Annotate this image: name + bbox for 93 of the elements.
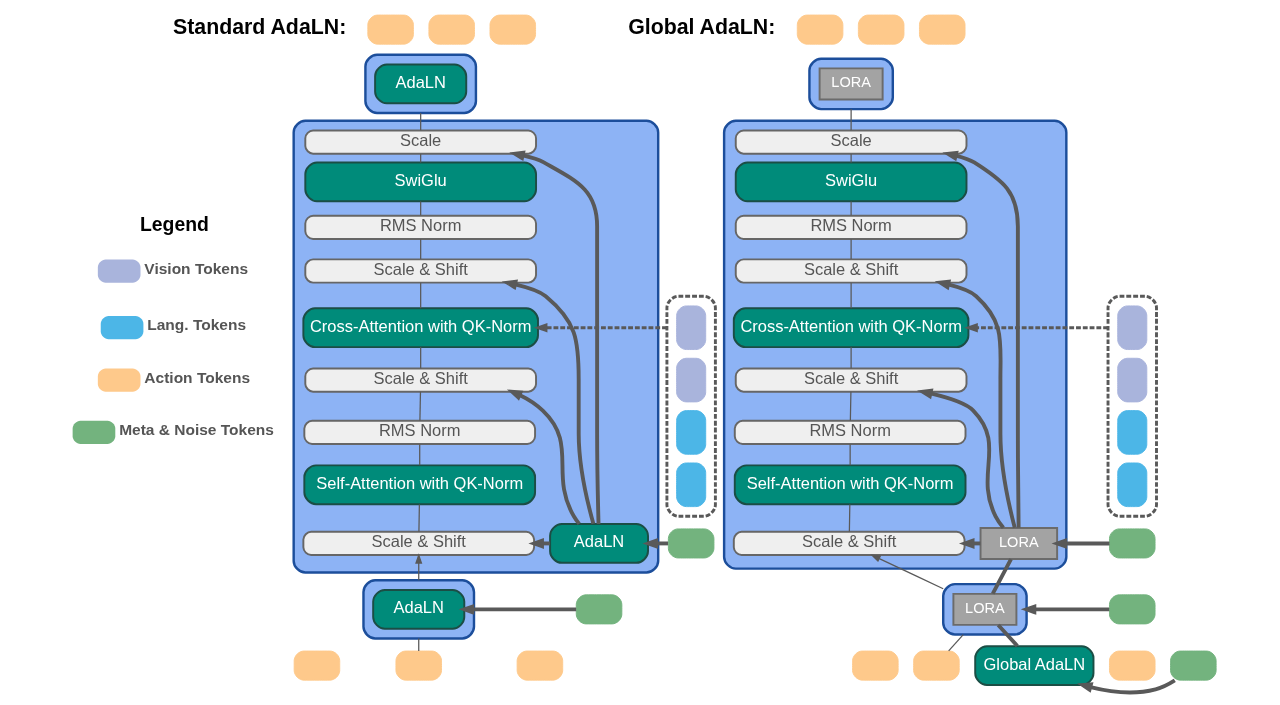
- connector: [850, 282, 852, 309]
- node-box: [667, 528, 714, 559]
- arrow: [1051, 538, 1109, 549]
- node-box: [675, 305, 706, 351]
- node-box: RMS Norm: [302, 419, 536, 446]
- arrow: [533, 322, 667, 333]
- node-box: Global AdaLN: [973, 645, 1094, 686]
- connector: [990, 558, 1013, 595]
- connector: [849, 391, 852, 422]
- legend-label: Vision Tokens: [143, 259, 248, 277]
- cluster: [941, 582, 1028, 636]
- node-box: Self-Attention with QK-Norm: [733, 464, 966, 506]
- connector: [419, 282, 421, 309]
- label: Standard AdaLN:: [172, 15, 346, 40]
- connector: [850, 238, 852, 260]
- connector: [418, 443, 420, 466]
- arrow: [1020, 603, 1109, 615]
- node-box: [489, 14, 536, 45]
- node-box: Self-Attention with QK-Norm: [302, 464, 536, 506]
- node-box: RMS Norm: [303, 214, 537, 240]
- node-box: [575, 594, 622, 625]
- connector: [996, 623, 1019, 648]
- connector: [419, 346, 421, 370]
- node-box: [1108, 650, 1156, 681]
- node-box: [366, 14, 414, 45]
- connector: [850, 153, 852, 164]
- node-box: [912, 650, 960, 681]
- node-box: Scale: [734, 129, 967, 155]
- node-box: [1116, 410, 1147, 455]
- arrow: [941, 150, 1021, 528]
- node-box: LORA: [979, 526, 1058, 560]
- node-box: [675, 410, 706, 455]
- arrow: [501, 279, 595, 525]
- connector: [850, 346, 852, 370]
- node-box: [857, 14, 904, 45]
- arrow: [916, 388, 1005, 529]
- node-box: Scale & Shift: [303, 258, 537, 284]
- node-box: [918, 14, 965, 45]
- node-box: [1116, 305, 1147, 351]
- cluster: [807, 57, 894, 111]
- node-box: [1169, 650, 1217, 681]
- arrow: [458, 603, 576, 615]
- arrow: [506, 389, 581, 526]
- node-box: [675, 357, 706, 403]
- legend-label: Lang. Tokens: [146, 316, 246, 334]
- node-box: Scale & Shift: [732, 530, 965, 557]
- node-box: AdaLN: [371, 589, 465, 630]
- node-box: [851, 650, 899, 681]
- node-box: [516, 650, 563, 681]
- node-box: RMS Norm: [733, 419, 966, 446]
- node-box: SwiGlu: [734, 161, 967, 203]
- node-box: Scale & Shift: [734, 367, 967, 393]
- arrow: [934, 279, 1017, 529]
- node-box: AdaLN: [548, 523, 649, 564]
- node-box: [293, 650, 340, 681]
- node-box: [796, 14, 843, 45]
- node-box: LORA: [818, 67, 884, 101]
- connector: [850, 108, 852, 131]
- label: Global AdaLN:: [627, 15, 775, 40]
- legend-label: Meta & Noise Tokens: [118, 421, 274, 439]
- node-box: LORA: [951, 592, 1017, 626]
- node-box: AdaLN: [373, 63, 467, 105]
- legend-label: Action Tokens: [143, 368, 250, 386]
- node-box: [1108, 594, 1156, 625]
- connector: [947, 633, 964, 652]
- arrow: [869, 554, 944, 590]
- arrow: [508, 150, 600, 524]
- node-box: [1116, 462, 1147, 508]
- arrow: [1076, 678, 1176, 695]
- node-box: Cross-Attention with QK-Norm: [301, 307, 539, 349]
- node-box: RMS Norm: [734, 214, 967, 240]
- node-box: [1116, 357, 1147, 403]
- node-box: [394, 650, 442, 681]
- connector: [848, 503, 850, 533]
- node-box: [427, 14, 475, 45]
- connector: [850, 200, 852, 217]
- node-box: [675, 462, 706, 508]
- cluster: [363, 53, 477, 115]
- node-box: SwiGlu: [303, 161, 537, 203]
- connector: [417, 503, 420, 533]
- node-box: Scale & Shift: [301, 530, 535, 557]
- connector: [419, 238, 421, 260]
- node-box: Cross-Attention with QK-Norm: [732, 307, 969, 349]
- label: Legend: [139, 213, 209, 236]
- node-box: Scale & Shift: [303, 367, 537, 393]
- node-box: Scale & Shift: [734, 258, 967, 284]
- cluster: [664, 294, 717, 518]
- arrow: [963, 322, 1108, 333]
- node-box: Scale: [303, 129, 537, 155]
- connector: [849, 443, 851, 466]
- cluster: [1106, 294, 1158, 518]
- connector: [418, 391, 421, 422]
- node-box: [1108, 528, 1156, 559]
